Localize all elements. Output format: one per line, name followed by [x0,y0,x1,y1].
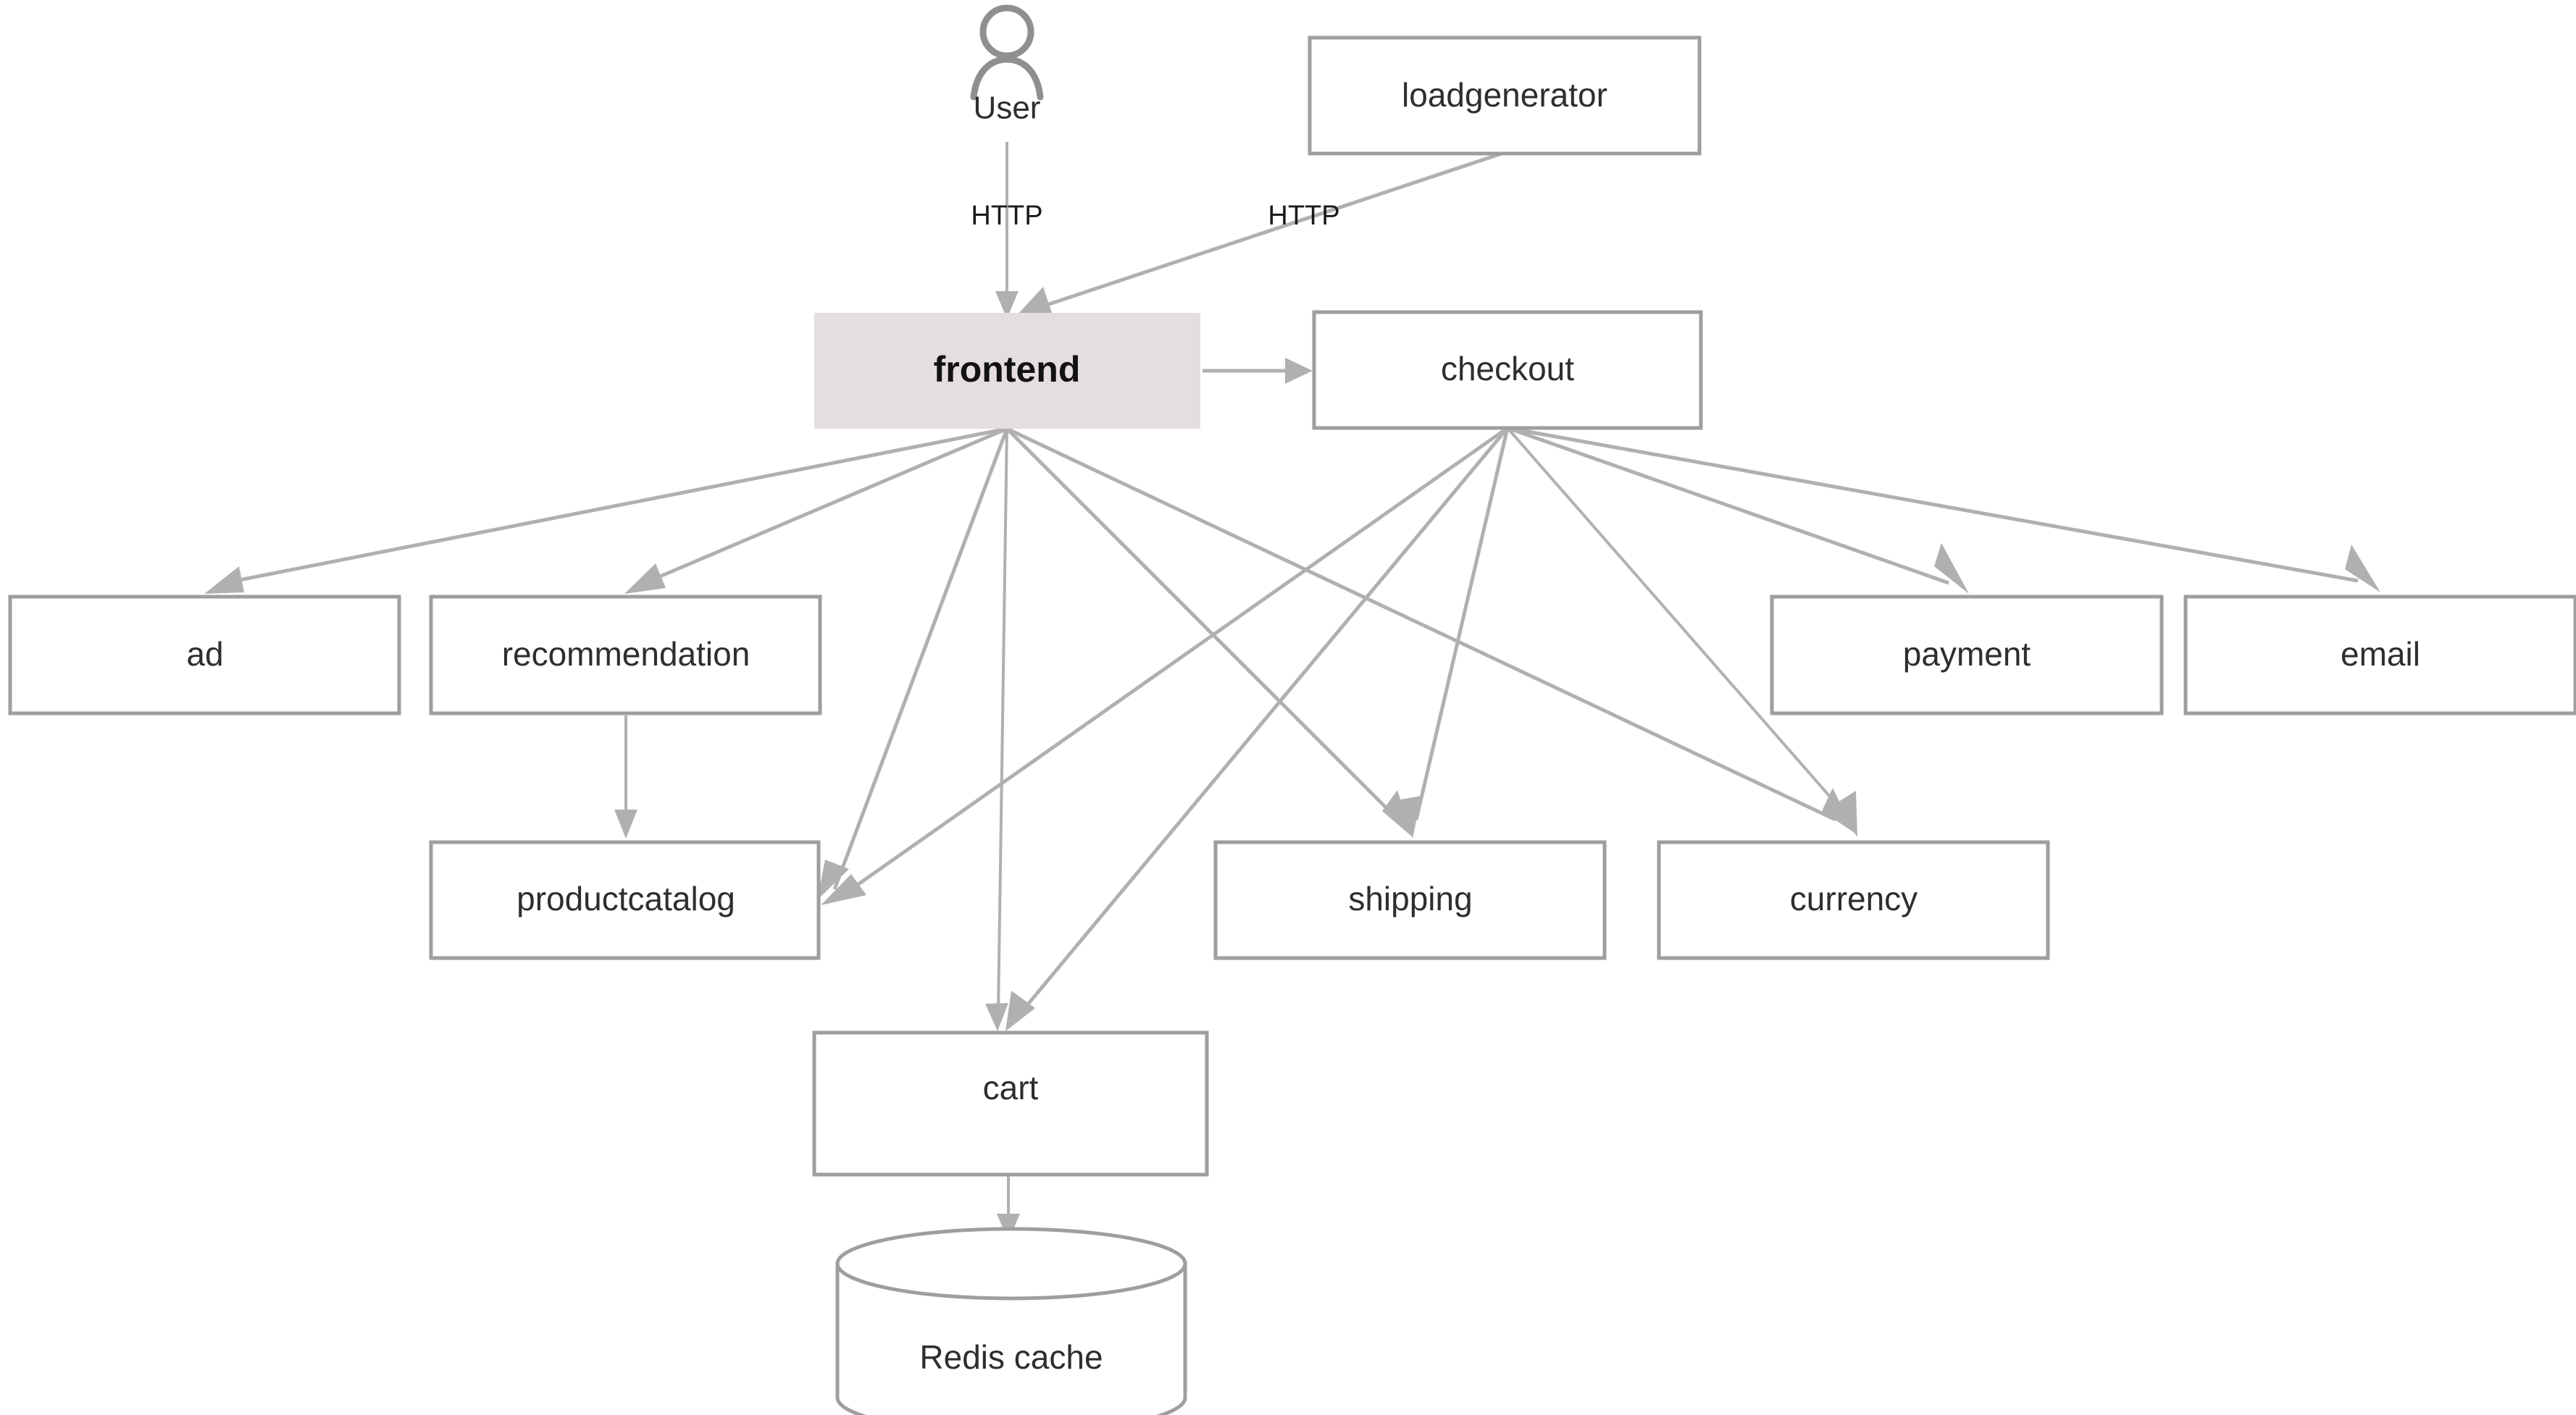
node-ad[interactable]: ad [8,595,401,715]
node-loadgenerator[interactable]: loadgenerator [1308,35,1702,156]
edge-frontend-to-currency [1005,427,1854,833]
node-currency-label: currency [1790,880,1918,918]
edge-user-to-frontend [995,142,1019,319]
node-rediscache[interactable]: Redis cache [835,1227,1187,1415]
edge-label-loadgen-http: HTTP [1268,201,1339,231]
node-currency[interactable]: currency [1657,840,2050,960]
node-cart[interactable]: cart [812,1030,1209,1177]
node-productcatalog[interactable]: productcatalog [429,840,821,960]
actor-body-icon [970,56,1044,101]
user-actor: User [970,4,1044,126]
edge-checkout-to-shipping [1397,427,1510,839]
edge-checkout-to-productcatalog [821,426,1509,905]
edge-frontend-to-checkout [1203,358,1313,384]
node-checkout-label: checkout [1441,350,1574,387]
edge-loadgenerator-to-frontend [1016,151,1502,316]
node-rediscache-label: Redis cache [919,1338,1103,1376]
edge-checkout-to-currency [1506,427,1857,837]
edge-frontend-to-ad [204,427,1008,594]
node-email-label: email [2341,635,2420,673]
node-productcatalog-label: productcatalog [517,880,735,918]
edge-frontend-to-cart [985,428,1008,1031]
edge-checkout-to-payment [1507,426,1969,594]
node-frontend[interactable]: frontend [814,313,1200,429]
node-payment-label: payment [1903,635,2031,673]
edge-frontend-to-shipping [1005,427,1413,837]
edge-checkout-to-cart [1005,427,1509,1031]
edge-recommendation-to-productcatalog [614,715,637,839]
edge-checkout-to-email [1507,426,2380,592]
node-frontend-label: frontend [934,349,1081,390]
edge-label-user-http: HTTP [971,201,1042,231]
node-recommendation[interactable]: recommendation [429,595,822,715]
node-recommendation-label: recommendation [502,635,750,673]
node-shipping[interactable]: shipping [1213,840,1607,960]
node-cart-label: cart [983,1069,1039,1107]
edge-frontend-to-recommendation [624,427,1008,594]
node-ad-label: ad [186,635,223,673]
node-checkout[interactable]: checkout [1312,310,1703,430]
actor-head-icon [979,4,1034,59]
node-loadgenerator-label: loadgenerator [1402,76,1607,114]
node-shipping-label: shipping [1348,880,1472,918]
cylinder-body [835,1261,1187,1415]
edge-frontend-to-productcatalog [817,428,1009,900]
node-email[interactable]: email [2183,595,2576,715]
node-payment[interactable]: payment [1770,595,2164,715]
cylinder-top [835,1227,1187,1301]
user-actor-label: User [974,91,1041,126]
